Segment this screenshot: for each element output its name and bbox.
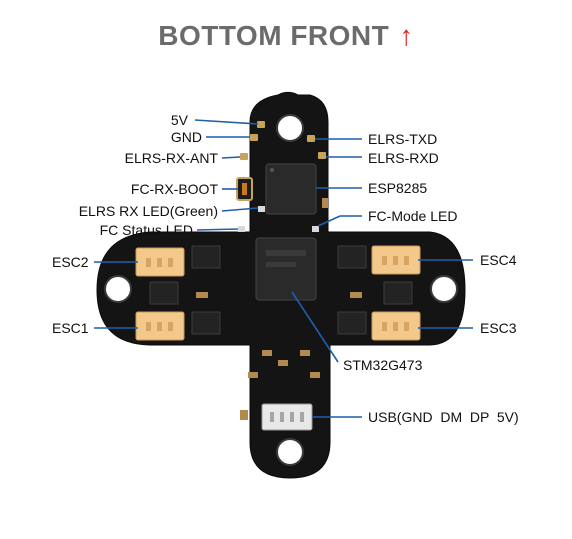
label-elrs-rx-led: ELRS RX LED(Green) — [79, 203, 218, 219]
esp8285-chip — [265, 163, 317, 215]
label-esc2: ESC2 — [52, 254, 89, 270]
leader-elrs-rx-ant — [221, 156, 241, 159]
esc2-connector — [135, 247, 185, 277]
label-fc-status-led: FC Status LED — [100, 222, 193, 238]
pad-elrs-rxd — [318, 152, 326, 159]
fc-status-led — [238, 226, 245, 232]
label-esc1: ESC1 — [52, 320, 89, 336]
pad-elrs-txd — [307, 135, 315, 142]
esc1-connector — [135, 311, 185, 341]
label-fc-mode-led: FC-Mode LED — [368, 208, 457, 224]
leader-5v — [194, 119, 259, 125]
label-fc-rx-boot: FC-RX-BOOT — [131, 181, 219, 197]
label-elrs-txd: ELRS-TXD — [368, 131, 437, 147]
label-gnd: GND — [171, 129, 202, 145]
leader-stm32 — [291, 291, 339, 363]
label-esp8285: ESP8285 — [368, 180, 427, 196]
pad-5v — [257, 121, 265, 128]
leader-elrs-rx-led — [221, 207, 259, 212]
label-elrs-rxd: ELRS-RXD — [368, 150, 439, 166]
mount-hole-bottom — [276, 438, 304, 466]
pad-gnd — [250, 134, 258, 141]
title-text: BOTTOM FRONT — [158, 20, 390, 51]
usb-connector — [261, 403, 313, 431]
mosfets — [149, 245, 413, 335]
flight-controller-board — [96, 91, 466, 479]
leader-fc-mode-led — [317, 215, 341, 227]
up-arrow-icon: ↑ — [399, 20, 414, 51]
label-5v: 5V — [171, 112, 189, 128]
passives — [196, 198, 362, 420]
label-esc4: ESC4 — [480, 252, 517, 268]
fc-mode-led — [312, 226, 319, 232]
esc3-connector — [371, 311, 421, 341]
mount-hole-top — [276, 114, 304, 142]
label-elrs-rx-ant: ELRS-RX-ANT — [125, 150, 219, 166]
callout-labels: 5V GND ELRS-RX-ANT FC-RX-BOOT ELRS RX LE… — [52, 112, 519, 425]
mount-hole-right — [430, 275, 458, 303]
mount-hole-left — [104, 275, 132, 303]
label-stm32: STM32G473 — [343, 357, 423, 373]
stm32-chip — [255, 237, 317, 301]
esc4-connector — [371, 245, 421, 275]
leader-fc-status-led — [196, 228, 239, 231]
label-usb: USB(GND DM DP 5V) — [368, 409, 519, 425]
elrs-rx-led — [258, 206, 265, 212]
leader-lines — [94, 119, 473, 418]
diagram-title: BOTTOM FRONT ↑ — [0, 20, 572, 52]
label-esc3: ESC3 — [480, 320, 517, 336]
pad-elrs-rx-ant — [240, 153, 248, 160]
